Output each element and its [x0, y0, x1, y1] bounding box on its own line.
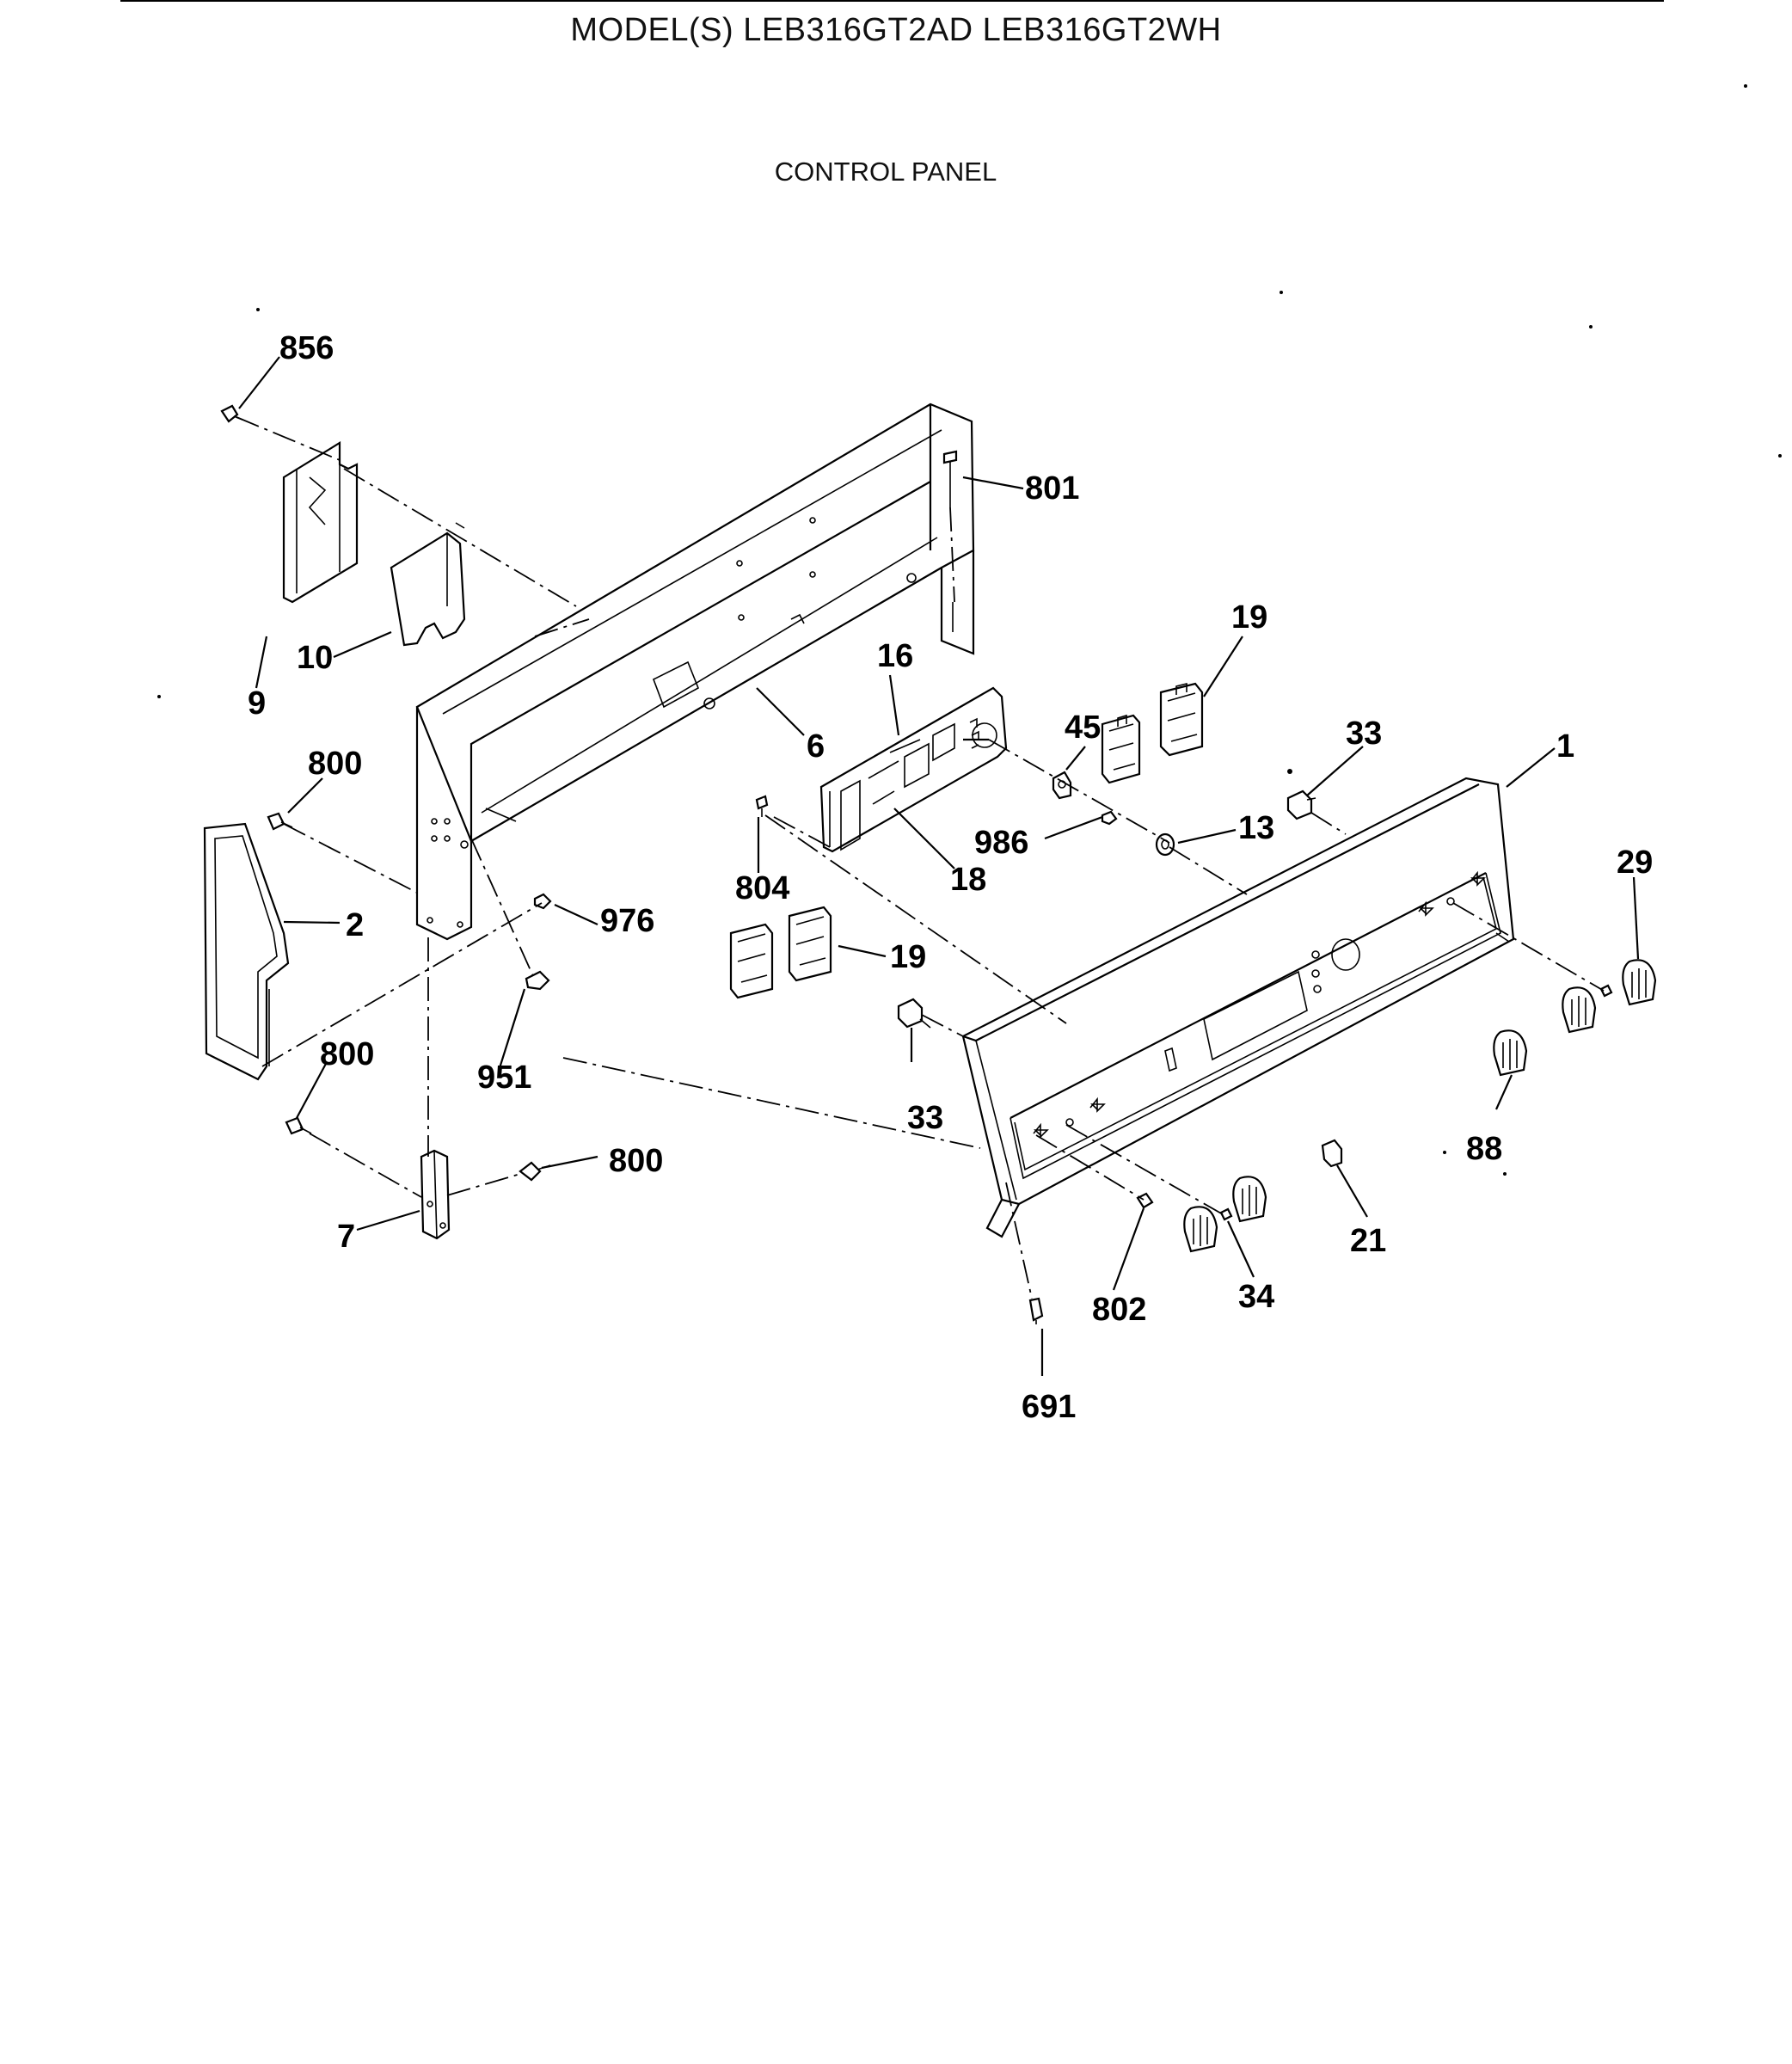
switch-33-lower	[897, 998, 931, 1029]
part-label-33-lower: 33	[907, 1100, 943, 1136]
left-bracket	[282, 441, 359, 604]
part-label-856: 856	[279, 330, 334, 366]
part-label-801: 801	[1025, 470, 1079, 507]
knob-lower-left	[1183, 1206, 1218, 1253]
screw-801	[942, 450, 958, 507]
spring-29	[1599, 984, 1613, 998]
part-label-13: 13	[1238, 810, 1274, 846]
part-label-800-upper: 800	[308, 746, 362, 782]
screw-800-right	[519, 1161, 551, 1182]
switch-19-upper-left	[1101, 714, 1141, 784]
switch-19-upper-right	[1159, 682, 1204, 757]
part-label-6: 6	[807, 728, 825, 765]
knob-upper-right	[1562, 986, 1597, 1034]
scan-specks	[157, 84, 1782, 1176]
header-rule	[120, 0, 1664, 2]
clip-21	[1321, 1139, 1343, 1168]
spring-34	[1219, 1207, 1233, 1221]
grommet-13	[1155, 832, 1175, 857]
assembly-lines	[236, 416, 1605, 1299]
part-label-18: 18	[950, 862, 986, 898]
part-label-21: 21	[1350, 1223, 1386, 1259]
part-label-800-right: 800	[609, 1143, 663, 1179]
part-label-19-lower: 19	[890, 939, 926, 975]
switch-19-lower-right	[788, 906, 832, 982]
part-label-986: 986	[974, 825, 1028, 861]
part-label-34: 34	[1238, 1279, 1274, 1315]
nut-986	[1101, 810, 1118, 826]
part-label-1: 1	[1556, 728, 1574, 765]
part-label-976: 976	[600, 903, 654, 939]
part-label-7: 7	[337, 1219, 355, 1255]
control-panel	[961, 777, 1515, 1238]
part-label-45: 45	[1065, 710, 1101, 746]
part-label-19-top: 19	[1231, 599, 1267, 636]
screw-802	[1136, 1192, 1154, 1209]
part-label-2: 2	[346, 907, 364, 943]
part-labels: 856 801 9 10 6 16 19 45 33 1 800 986 13 …	[248, 330, 1653, 1425]
backsplash-frame	[415, 402, 975, 941]
part-label-33-upper: 33	[1346, 716, 1382, 752]
part-label-800-lower: 800	[320, 1036, 374, 1072]
part-label-9: 9	[248, 685, 266, 722]
part-label-804: 804	[735, 870, 789, 906]
bracket-10	[390, 522, 466, 647]
screw-691	[1028, 1297, 1044, 1324]
switch-33-upper	[1286, 789, 1316, 820]
section-title: CONTROL PANEL	[774, 157, 997, 187]
part-label-88: 88	[1466, 1131, 1502, 1167]
part-label-691: 691	[1022, 1389, 1076, 1425]
end-cap	[203, 822, 290, 1081]
part-label-16: 16	[877, 638, 913, 674]
support-bracket	[420, 1149, 451, 1240]
part-label-29: 29	[1617, 845, 1653, 881]
leader-lines	[238, 356, 1640, 1376]
clock-board	[819, 686, 1008, 853]
part-label-10: 10	[297, 640, 333, 676]
screw-804	[755, 795, 769, 817]
part-label-802: 802	[1092, 1292, 1146, 1328]
part-label-951: 951	[477, 1060, 531, 1096]
knob-lower-right	[1232, 1176, 1267, 1223]
clip-951	[525, 970, 550, 991]
knob-88	[1493, 1029, 1528, 1077]
model-title: MODEL(S) LEB316GT2AD LEB316GT2WH	[570, 12, 1222, 48]
switch-19-lower-left	[729, 923, 774, 999]
screw-800-lower	[285, 1116, 312, 1135]
knob-29	[1622, 959, 1657, 1006]
